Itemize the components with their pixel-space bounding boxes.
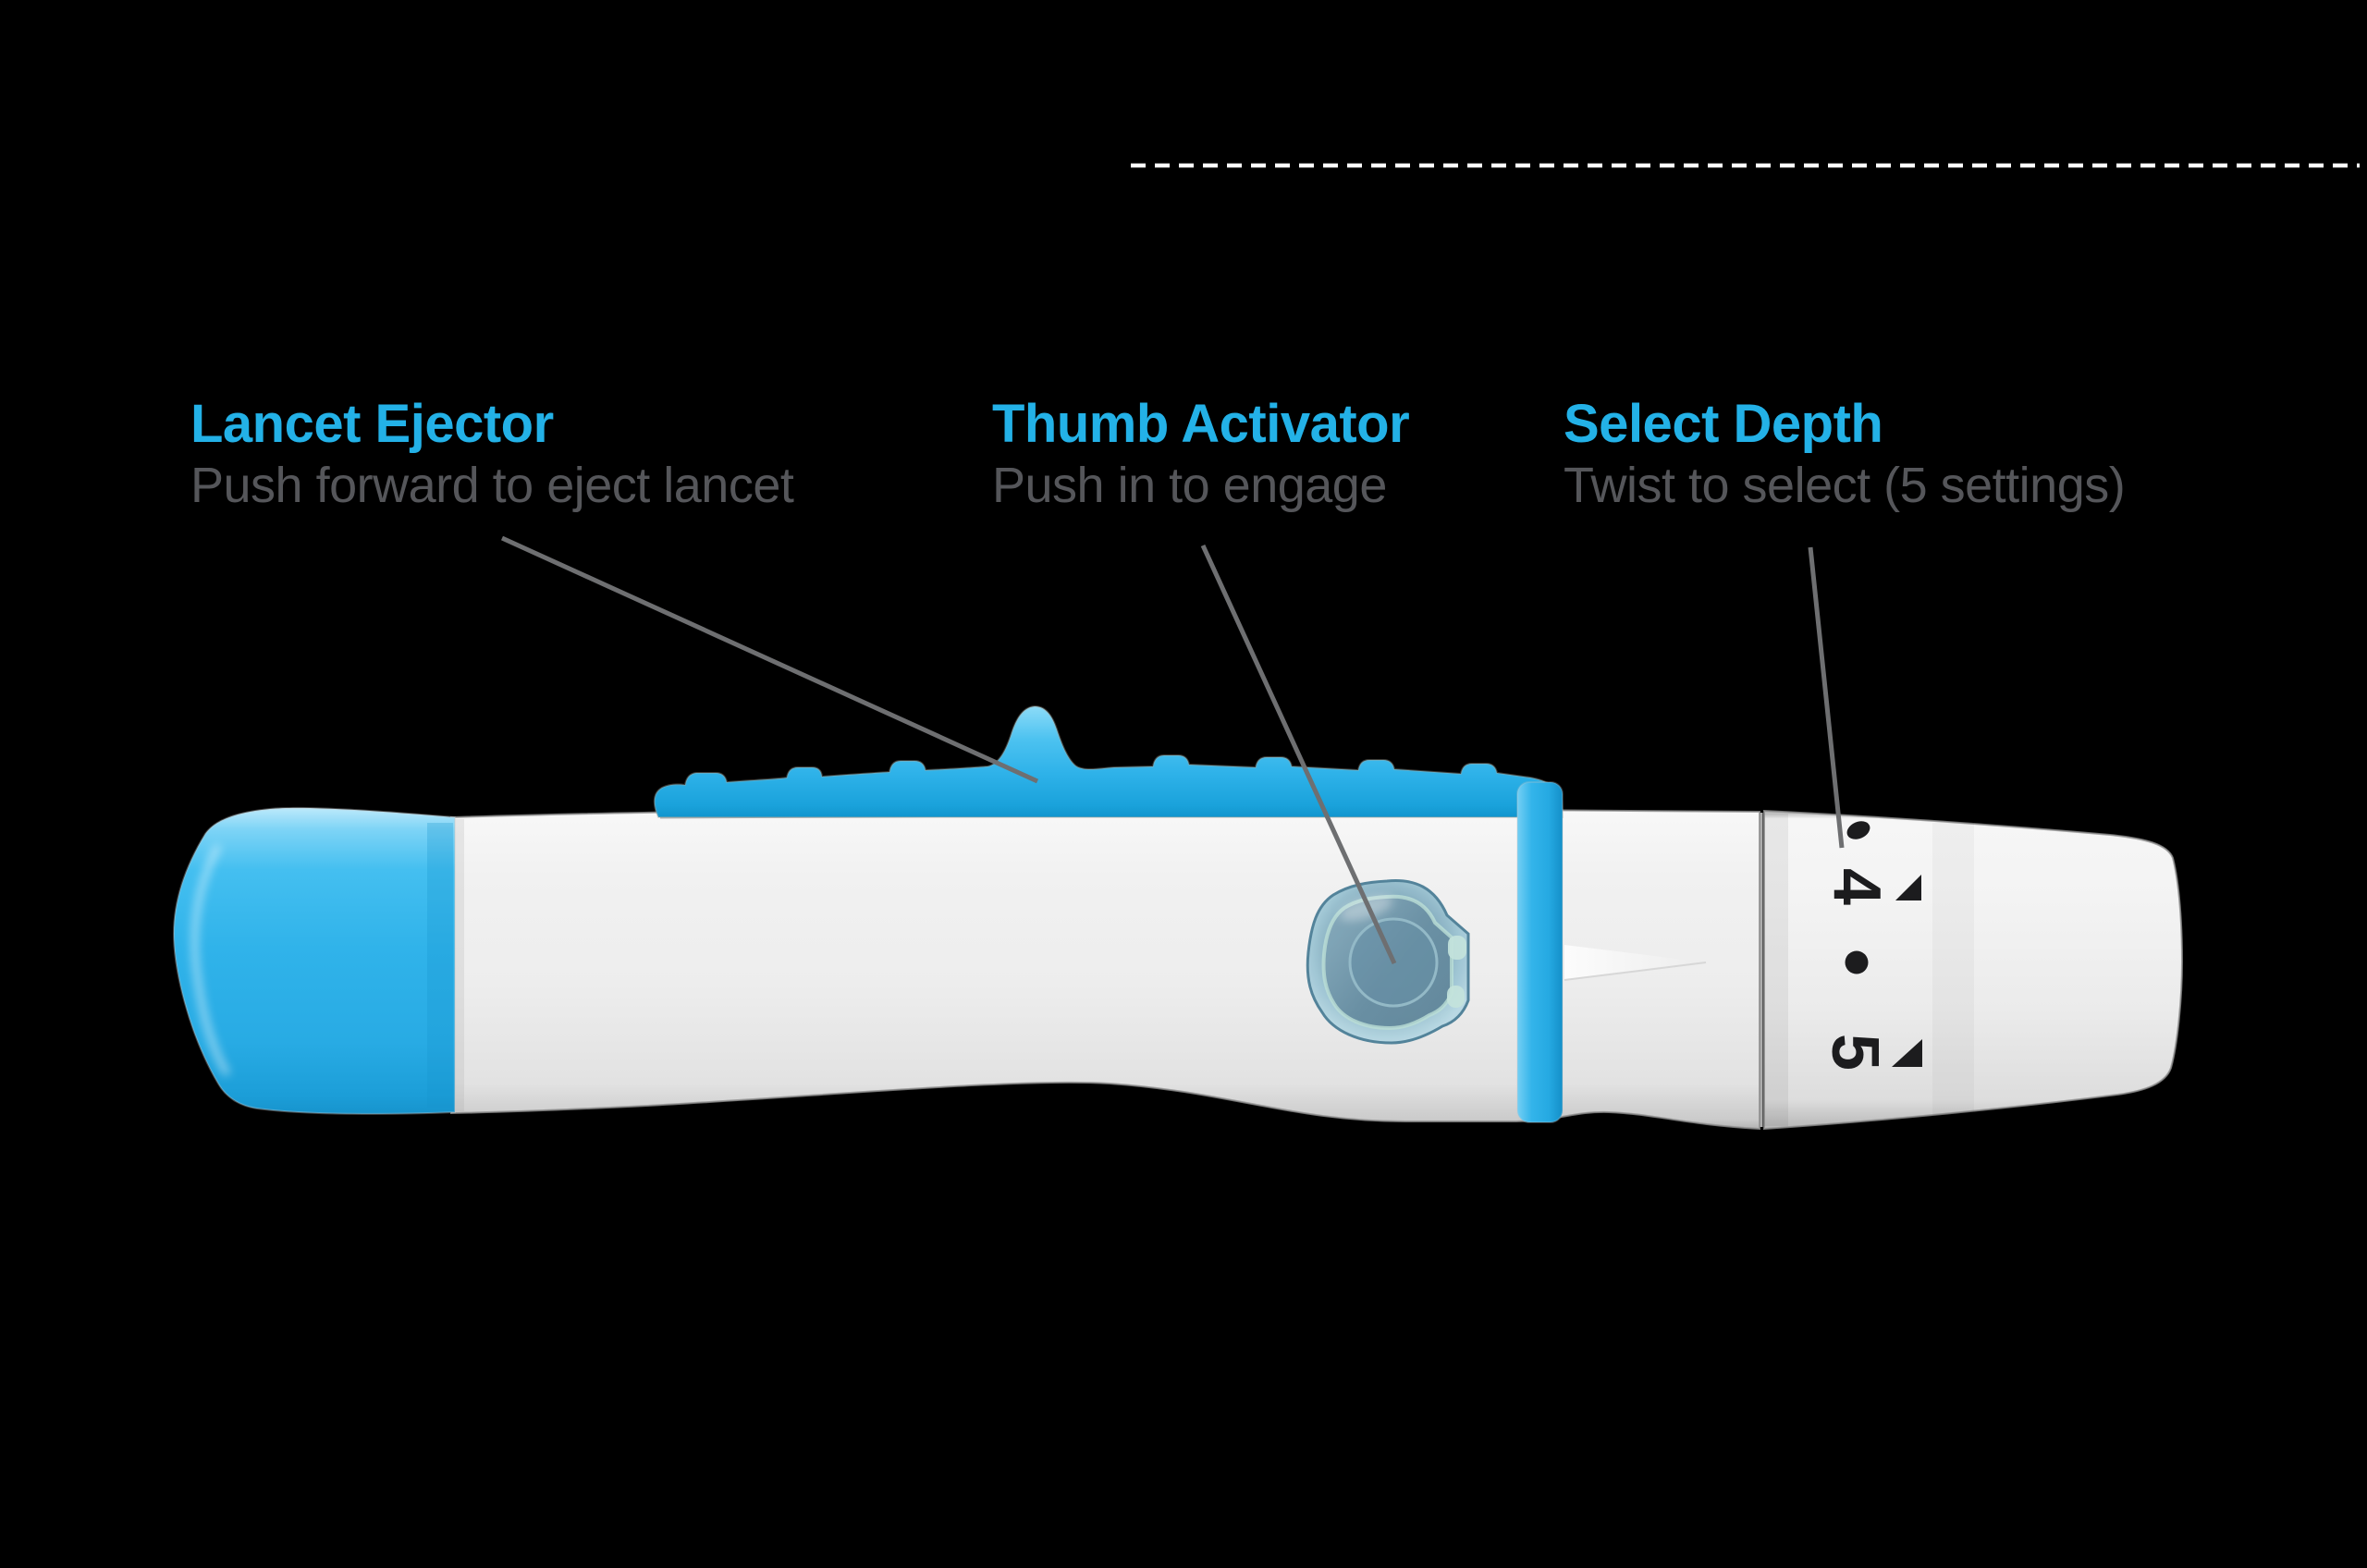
depth-number-5: 5 [1818, 1034, 1892, 1071]
depth-number-4: 4 [1820, 868, 1894, 905]
leader-line-thumb-activator [1200, 544, 1397, 965]
depth-pointer [1564, 945, 1706, 980]
annotation-title: Select Depth [1564, 394, 1883, 454]
cap-edge-shade [427, 823, 453, 1108]
depth-4-wedge-icon [1895, 875, 1921, 900]
depth-setting-dot-middle [1845, 950, 1869, 974]
annotation-select-depth: Select Depth Twist to select (5 settings… [1564, 394, 2126, 513]
annotation-lancet-ejector: Lancet Ejector Push forward to eject lan… [190, 394, 794, 513]
depth-pointer-shade [1564, 962, 1707, 981]
thumb-button-cutout-bottom [1447, 986, 1465, 1008]
lancet-cap [172, 806, 456, 1115]
blue-band-ring [1516, 781, 1564, 1123]
annotation-thumb-activator: Thumb Activator Push in to engage [992, 394, 1410, 513]
lancet-ejector-slider [653, 704, 1564, 818]
annotation-subtitle: Push forward to eject lancet [190, 458, 794, 513]
annotation-title: Thumb Activator [992, 394, 1410, 454]
dial-left-shade [1764, 814, 1788, 1126]
leader-line-lancet-ejector [500, 535, 1039, 784]
leader-line-select-depth [1808, 546, 1845, 849]
annotation-subtitle: Push in to engage [992, 458, 1387, 513]
annotation-title: Lancet Ejector [190, 394, 554, 454]
dial-ridge-shade [1932, 823, 1974, 1119]
annotation-subtitle: Twist to select (5 settings) [1564, 458, 2126, 513]
depth-dial [1763, 809, 2184, 1131]
depth-5-wedge-icon [1892, 1039, 1922, 1067]
depth-setting-dot-top [1846, 821, 1870, 839]
thumb-activator-button [1306, 878, 1470, 1045]
cap-highlight [191, 844, 230, 1076]
thumb-button-cutout-top [1448, 936, 1466, 960]
